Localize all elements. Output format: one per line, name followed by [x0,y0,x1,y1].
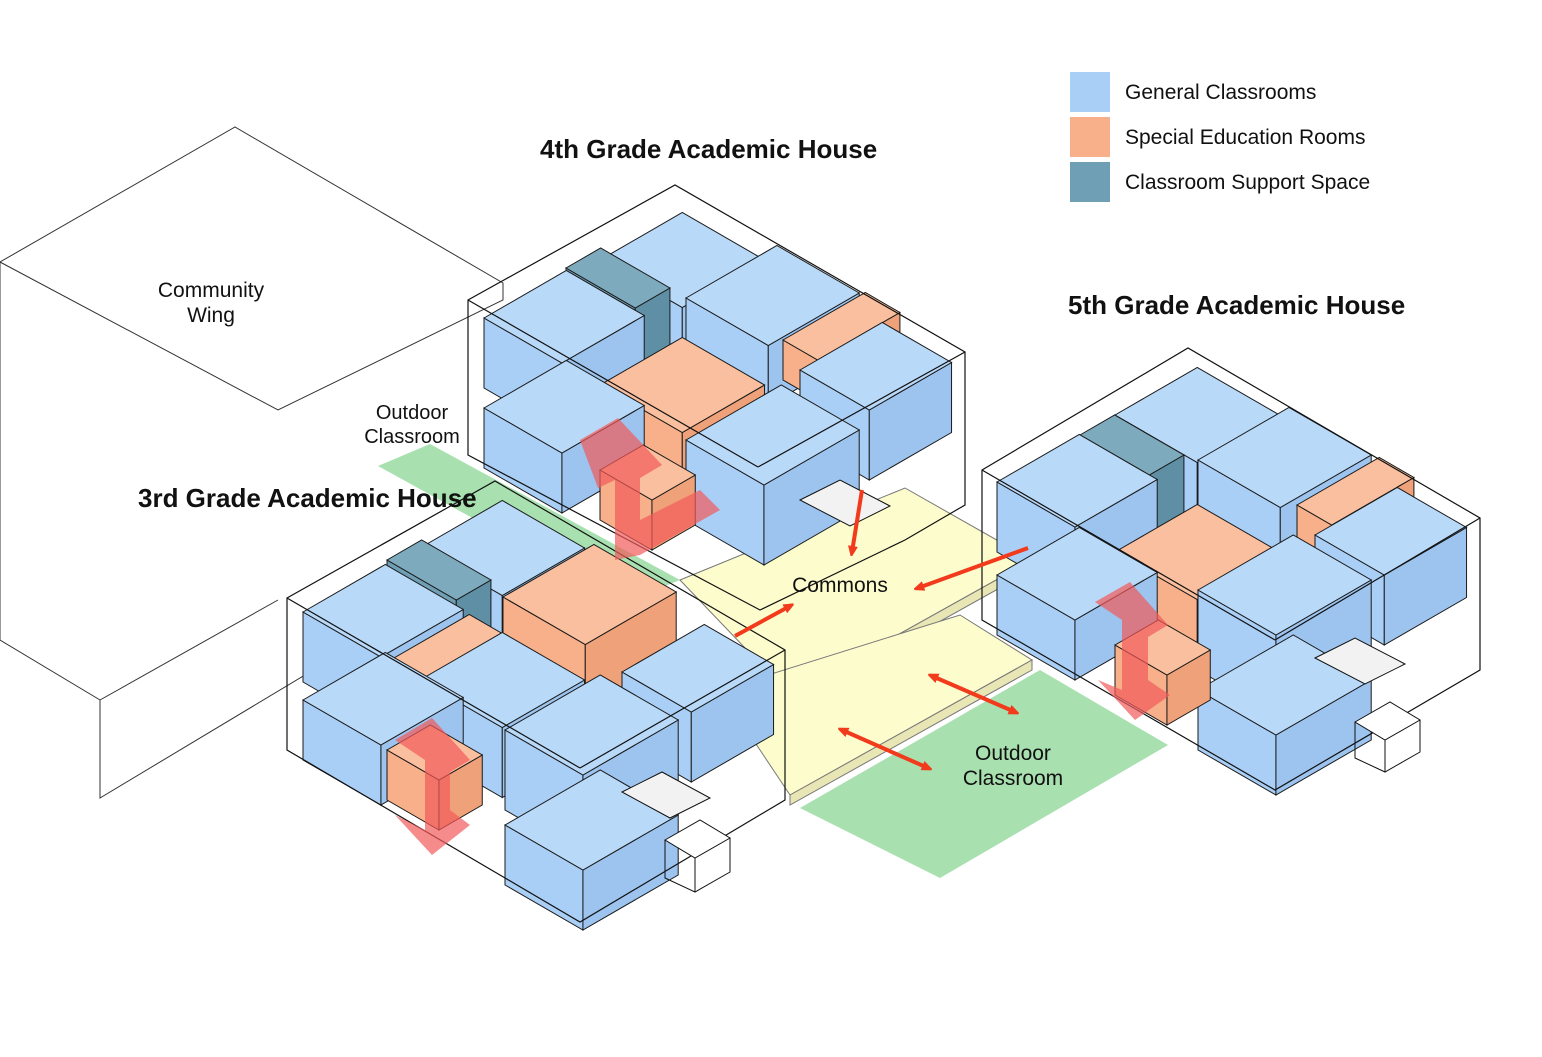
outdoor-classroom-bottom [800,670,1168,878]
legend-swatch-support [1070,162,1110,202]
flow-arrow-from-4th [852,489,864,552]
label-community-line2: Wing [187,304,235,327]
legend-label-support: Classroom Support Space [1125,171,1370,194]
flow-arrow-outdoor-1 [932,676,1015,712]
stair-tower-3rd [620,771,731,893]
circulation-arrow-4th [580,418,720,560]
flow-arrow-from-3rd [734,606,790,638]
label-4th-grade-house: 4th Grade Academic House [540,134,877,164]
building-outlines [286,184,1481,923]
label-5th-grade-house: 5th Grade Academic House [1068,290,1405,320]
label-outdoor-bottom-line1: Outdoor [975,742,1051,765]
community-wing [0,126,504,799]
circulation-arrow-5th [1095,582,1170,720]
circulation-arrow-3rd [395,718,470,855]
legend-swatch-special [1070,117,1110,157]
legend: General Classrooms Special Education Roo… [1070,72,1370,202]
label-community-line1: Community [158,279,265,302]
label-outdoor-bottom-line2: Classroom [963,767,1063,790]
label-outdoor-top-line2: Classroom [364,426,460,448]
label-outdoor-top-line1: Outdoor [376,402,449,424]
flow-arrow-from-5th [918,546,1029,588]
legend-label-general: General Classrooms [1125,81,1316,104]
stair-tower-4th [798,479,892,527]
legend-swatch-general [1070,72,1110,112]
legend-label-special: Special Education Rooms [1125,126,1365,149]
label-commons: Commons [792,574,888,597]
stair-tower-5th [1313,637,1421,773]
flow-arrows [734,489,1029,768]
stair-towers [620,479,1421,893]
flow-arrow-outdoor-2 [842,730,928,768]
label-3rd-grade-house: 3rd Grade Academic House [138,483,477,513]
vertical-circulation-arrows [395,418,1170,855]
